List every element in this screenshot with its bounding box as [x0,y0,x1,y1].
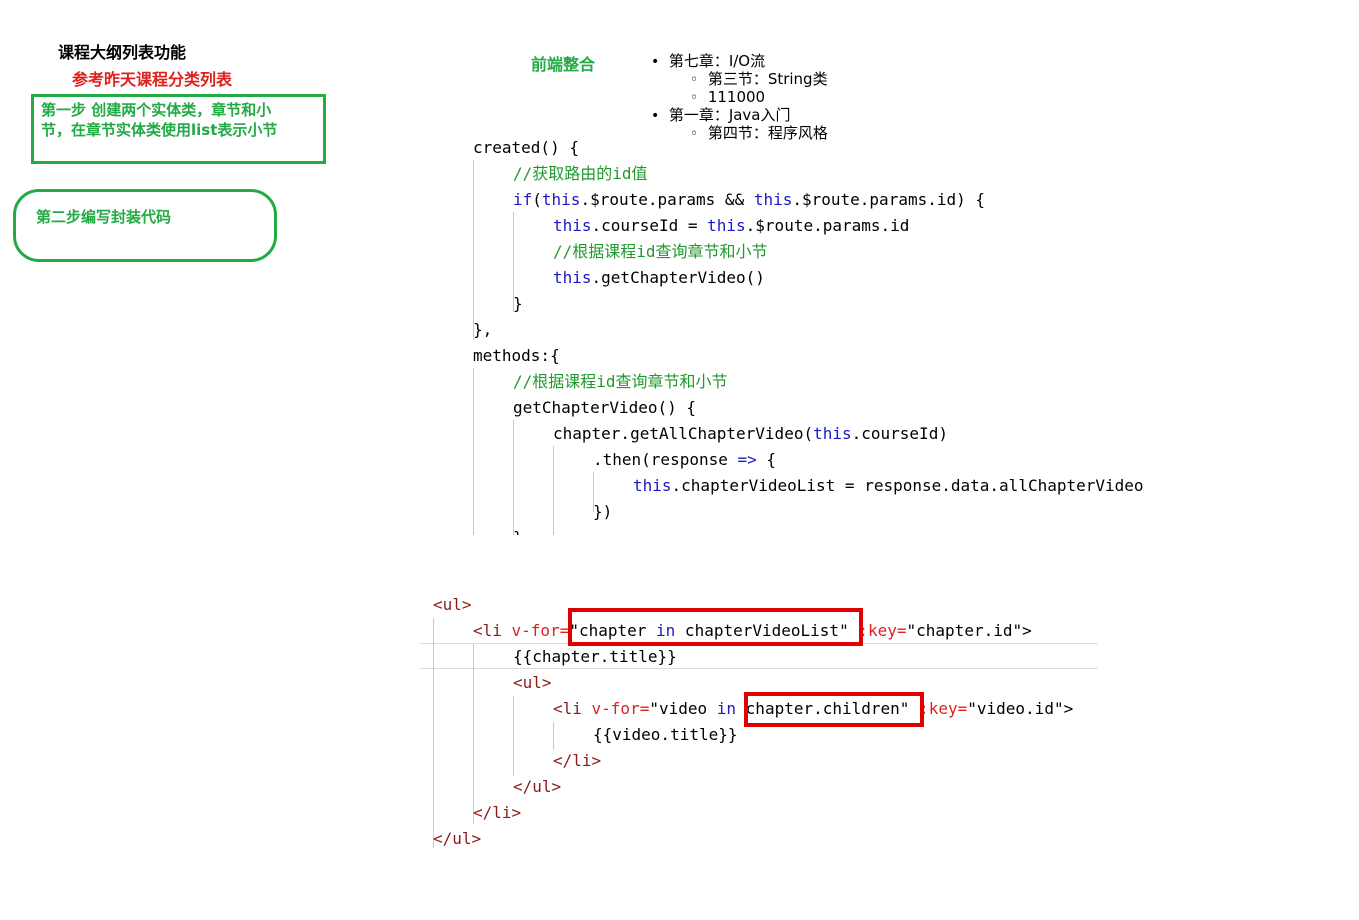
disc-bullet-icon: • [651,54,660,70]
circle-bullet-icon: ◦ [690,126,699,142]
code-line: }, [473,320,493,339]
code-line: </li> [473,803,522,822]
code-line: <li v-for="video in chapter.children" :k… [553,699,1074,718]
step2-box [13,189,277,262]
step1-line1: 第一步 创建两个实体类，章节和小 [41,101,272,119]
section-label: 第三节：String类 [707,70,828,88]
code-line: this.chapterVideoList = response.data.al… [633,476,1144,495]
outline-chapter-2: • 第一章：Java入门 [651,106,791,125]
code-line: getChapterVideo() { [513,398,697,417]
code-line: }) [593,502,613,521]
code-line: .then(response => { [593,450,777,469]
step1-text: 第一步 创建两个实体类，章节和小 节，在章节实体类使用list表示小节 [41,100,331,140]
chapter-label: 第七章：I/O流 [668,52,766,70]
code-line: </ul> [513,777,562,796]
code-line: {{video.title}} [593,725,738,744]
highlight-box-children [744,692,924,727]
outline-section: ◦ 第三节：String类 [690,70,828,89]
code-line: <ul> [513,673,552,692]
code-comment: //根据课程id查询章节和小节 [513,372,728,391]
chapter-label: 第一章：Java入门 [668,106,791,124]
frontend-label: 前端整合 [531,55,596,74]
code-comment: //获取路由的id值 [513,164,648,183]
section-label: 111000 [707,88,766,106]
circle-bullet-icon: ◦ [690,72,699,88]
code-line: </li> [553,751,602,770]
reference-note: 参考昨天课程分类列表 [72,70,233,89]
step1-line2: 节，在章节实体类使用list表示小节 [41,121,278,139]
code-line: chapter.getAllChapterVideo(this.courseId… [553,424,948,443]
code-line: this.getChapterVideo() [553,268,765,287]
circle-bullet-icon: ◦ [690,90,699,106]
section-label: 第四节：程序风格 [707,124,828,142]
page-title: 课程大纲列表功能 [58,43,187,62]
outline-section: ◦ 111000 [690,88,765,107]
highlight-box-chapter-list [568,608,863,646]
code-line: {{chapter.title}} [513,647,677,666]
step1-box [31,94,326,164]
code-line: if(this.$route.params && this.$route.par… [513,190,986,209]
code-line: <ul> [433,595,472,614]
code-line: <li v-for="chapter in chapterVideoList" … [473,621,1032,640]
code-line: created() { [473,138,579,157]
template-code-block: <ul> <li v-for="chapter in chapterVideoL… [420,592,1120,852]
code-line: } [513,294,523,313]
step2-text: 第二步编写封装代码 [36,208,172,226]
code-line: } [513,525,523,535]
code-line: this.courseId = this.$route.params.id [553,216,910,235]
outline-section: ◦ 第四节：程序风格 [690,124,828,143]
outline-chapter-1: • 第七章：I/O流 [651,52,765,71]
js-code-block: created() { //获取路由的id值 if(this.$route.pa… [420,135,1220,535]
code-comment: //根据课程id查询章节和小节 [553,242,768,261]
code-line: methods:{ [473,346,560,365]
code-line: </ul> [433,829,482,848]
disc-bullet-icon: • [651,108,660,124]
